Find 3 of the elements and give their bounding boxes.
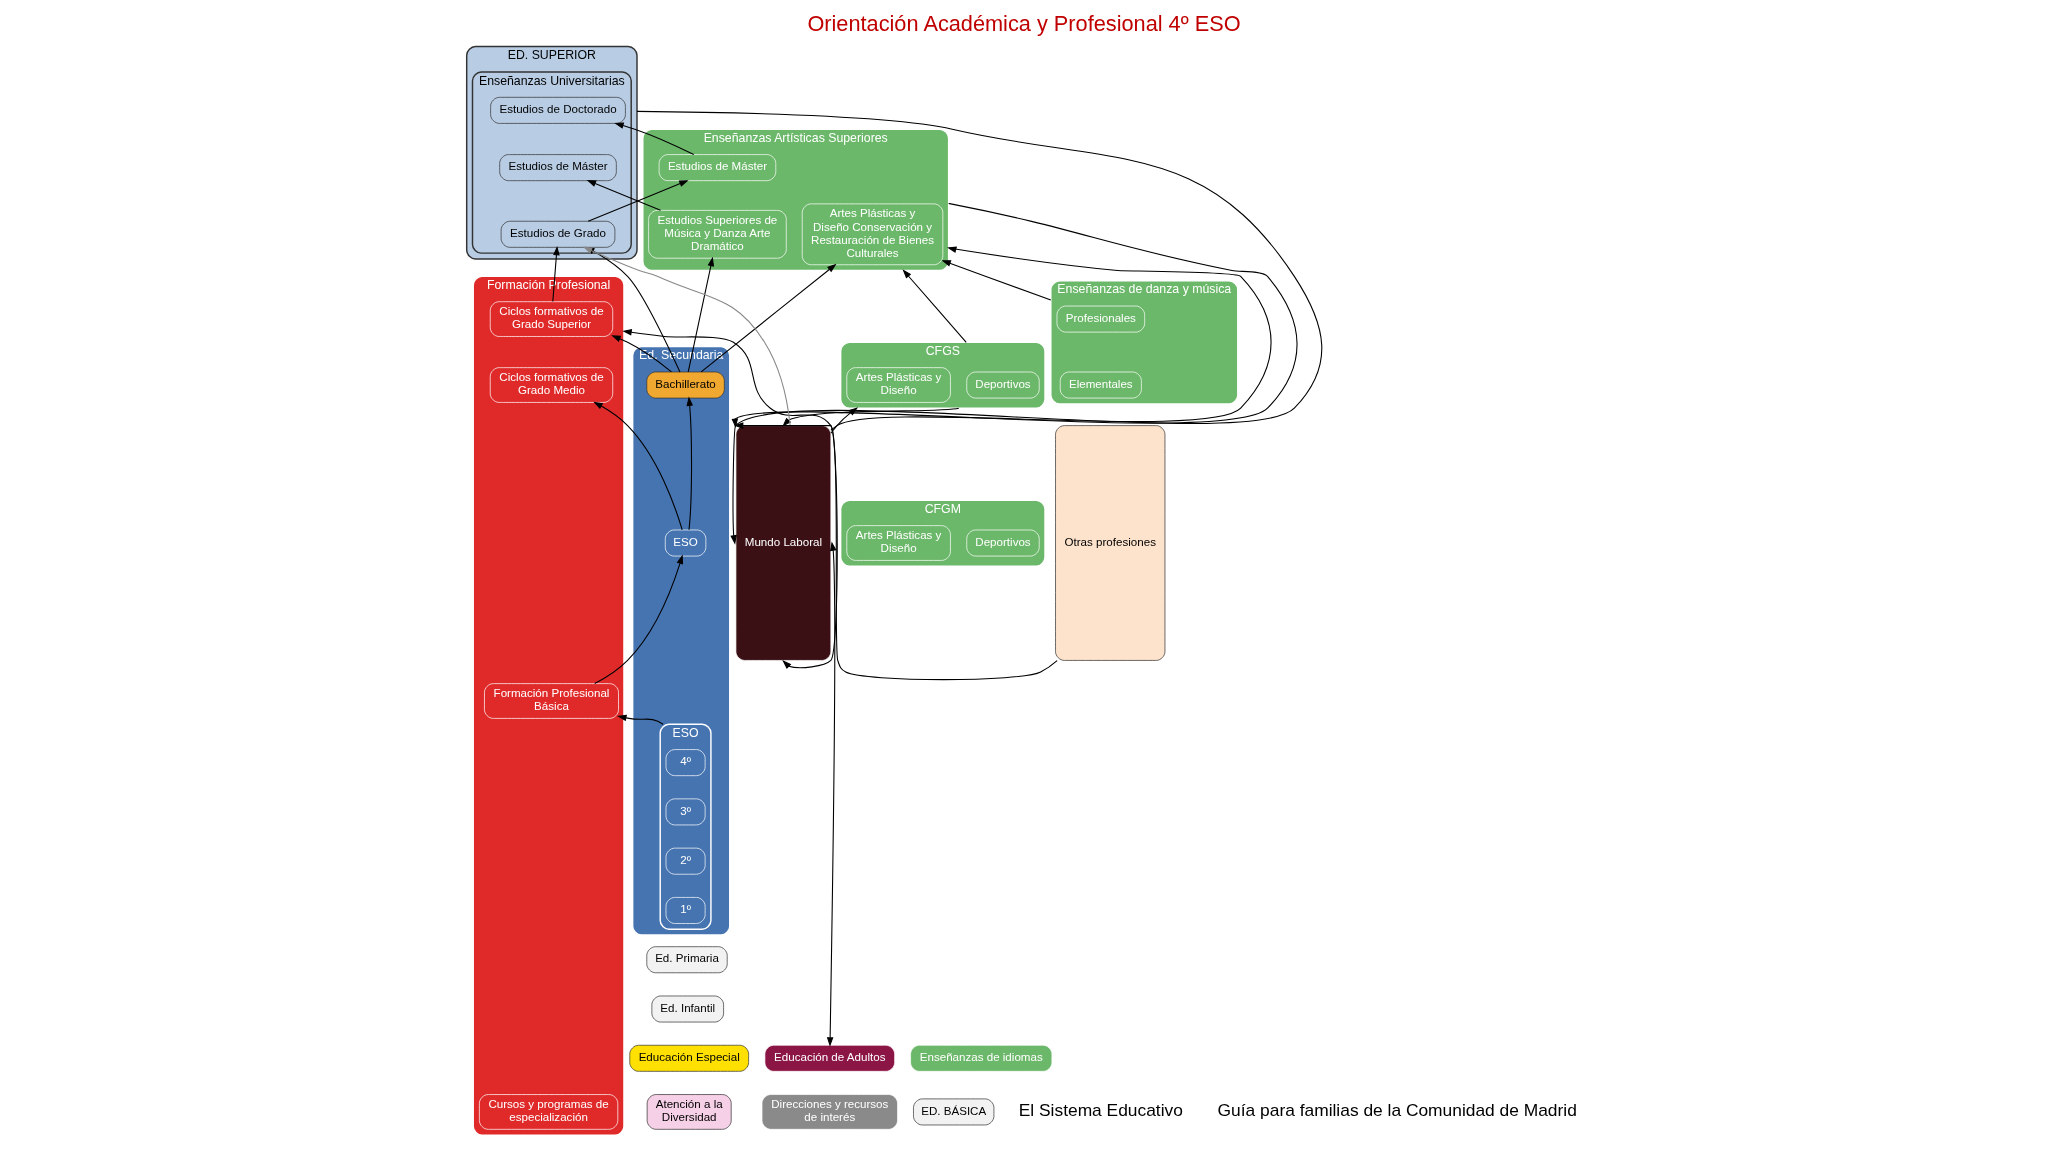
diagram-title: Orientación Académica y Profesional 4º ESO xyxy=(807,11,1241,37)
label: Guía para familias de la Comunidad de Madrid xyxy=(1217,1100,1577,1121)
label: El Sistema Educativo xyxy=(1018,1100,1183,1121)
